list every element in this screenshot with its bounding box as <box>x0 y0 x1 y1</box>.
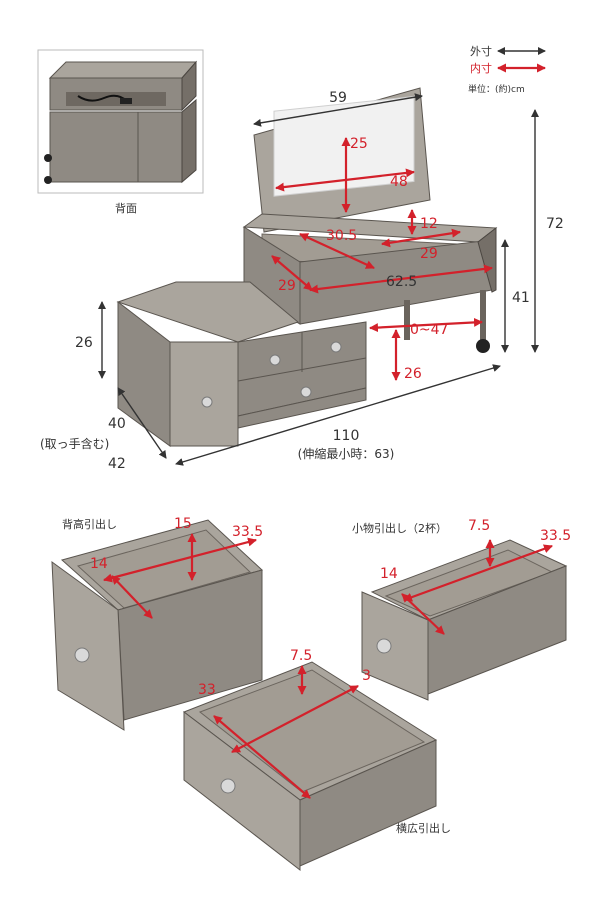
tall-drawer-width: 14 <box>90 556 108 572</box>
dim-extension: 0~47 <box>410 322 448 338</box>
back-view-thumbnail: 背面 <box>37 49 204 215</box>
dim-top-height: 41 <box>512 290 530 306</box>
wide-drawer-depth: 3 <box>362 668 371 684</box>
dim-cabinet-height: 26 <box>75 335 93 351</box>
dim-total-width: 110 <box>333 428 360 444</box>
legend-inner-label: 内寸 <box>470 61 492 75</box>
dim-depth: 40 <box>108 416 126 432</box>
tall-drawer-knob <box>201 396 213 408</box>
dim-depth-note: (取っ手含む) <box>40 436 109 451</box>
dim-tray-depth: 12 <box>420 216 438 232</box>
tall-drawer-detail: 背高引出し 15 33.5 14 <box>51 516 263 731</box>
small-drawer-height: 7.5 <box>468 518 490 534</box>
wide-drawer-title: 横広引出し <box>396 821 451 835</box>
tall-drawer-knob-detail <box>74 647 90 663</box>
dim-leg-clearance: 26 <box>404 366 422 382</box>
dim-mirror-width: 48 <box>390 174 408 190</box>
dim-mirror-height: 25 <box>350 136 368 152</box>
wide-drawer-knob <box>300 386 312 398</box>
wide-drawer-detail: 7.5 33 3 横広引出し <box>182 648 451 872</box>
wide-drawer-width: 33 <box>198 682 216 698</box>
legend: 外寸 内寸 単位：(約)cm <box>468 44 546 95</box>
dim-tray-left: 30.5 <box>326 228 357 244</box>
cabinet-top <box>116 281 300 343</box>
tall-drawer-face <box>51 560 125 731</box>
small-drawer-title: 小物引出し（2杯） <box>352 521 447 535</box>
dim-inner-width: 62.5 <box>386 274 417 290</box>
dim-lid-width: 59 <box>329 90 347 106</box>
dim-tray-side: 29 <box>278 278 296 294</box>
dim-min-width-note: (伸縮最小時：63) <box>298 446 395 461</box>
tall-drawer-height: 15 <box>174 516 192 532</box>
small-drawer-detail: 小物引出し（2杯） 7.5 33.5 14 <box>352 518 571 701</box>
caster <box>476 339 490 353</box>
wide-drawer-height: 7.5 <box>290 648 312 664</box>
dim-depth-alt: 42 <box>108 456 126 472</box>
small-drawer-depth: 33.5 <box>540 528 571 544</box>
small-drawer-width: 14 <box>380 566 398 582</box>
wide-drawer-knob-detail <box>220 778 236 794</box>
legend-outer-label: 外寸 <box>470 44 492 58</box>
small-drawer-knob-left <box>269 354 281 366</box>
main-furniture: 59 72 41 26 40 (取っ手含む) 42 110 (伸縮最小時：63)… <box>40 87 564 472</box>
back-view-caption: 背面 <box>115 201 137 215</box>
tall-drawer-depth: 33.5 <box>232 524 263 540</box>
dim-tray-right: 29 <box>420 246 438 262</box>
small-drawer-knob-right <box>330 341 342 353</box>
tall-drawer-title: 背高引出し <box>62 517 117 531</box>
small-drawer-knob-detail <box>376 638 392 654</box>
tall-drawer-front <box>169 341 239 447</box>
dim-total-height: 72 <box>546 216 564 232</box>
legend-unit: 単位：(約)cm <box>468 83 525 95</box>
